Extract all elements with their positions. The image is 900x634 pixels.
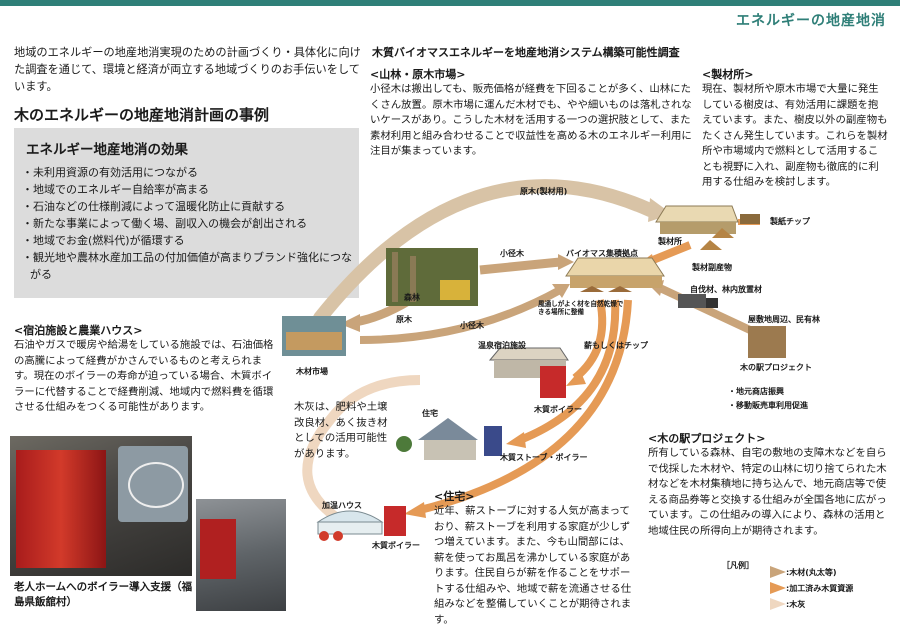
page-header-label: エネルギーの地産地消 — [736, 13, 886, 29]
label-seishi-chip: 製紙チップ — [770, 217, 810, 226]
page-title: 木のエネルギーの地産地消計画の事例 — [14, 106, 270, 124]
label-boiler-onsen: 木質ボイラー — [534, 405, 582, 414]
arrow-kyoten-jutaku — [518, 299, 620, 444]
section-body-lodging: 石油やガスで暖房や給湯をしている施設では、石油価格の高騰によって経費がかさんでい… — [14, 339, 274, 413]
effects-item: 観光地や農林水産加工品の付加価値が高まりブランド強化につながる — [18, 249, 356, 283]
boiler-detail-photo — [195, 498, 287, 612]
section-title-housing: <住宅> — [434, 490, 475, 503]
arrow-genboku-seizaiyou — [313, 179, 657, 325]
intro-text: 地域のエネルギーの地産地消実現のための計画づくり・具体化に向けた調査を通じて、環… — [14, 46, 361, 93]
section-body-sawmill: 現在、製材所や原木市場で大量に発生している樹皮は、有効活用に課題を抱えています。… — [702, 83, 888, 188]
label-seizai-fukusanbutsu: 製材副産物 — [692, 263, 732, 272]
label-yashiki: 屋敷地周辺、民有林 — [748, 315, 820, 324]
top-accent-bar — [0, 0, 900, 6]
boiler-logo-icon — [128, 462, 184, 508]
effects-title: エネルギー地産地消の効果 — [26, 142, 188, 158]
section-title-sawmill: <製材所> — [702, 68, 754, 81]
label-kinoeki: 木の駅プロジェクト — [740, 363, 812, 372]
label-stove: 木質ストーブ・ボイラー — [500, 453, 588, 462]
arrowhead-onsen — [566, 370, 586, 386]
label-shokeiboku-2: 小径木 — [460, 321, 484, 330]
arrowhead-house — [404, 502, 426, 518]
label-onsen: 温泉宿泊施設 — [478, 341, 526, 350]
study-title: 木質バイオマスエネルギーを地産地消システム構築可能性調査 — [372, 46, 680, 59]
label-genboku: 原木 — [396, 315, 412, 324]
boiler-photo — [10, 436, 192, 576]
label-chiiki-shoten: ・地元商店振興 — [728, 387, 784, 396]
arrow-kinoeki-kyoten — [658, 284, 752, 334]
arrow-kyoten-onsen — [572, 299, 607, 382]
effects-item: 地域でお金(燃料代)が循環する — [18, 232, 356, 249]
arrowhead-shinrin-ichiba — [340, 314, 360, 332]
legend-swatch-processed — [770, 582, 786, 594]
truck-illustration — [678, 294, 706, 308]
label-maki-chip: 薪もしくはチップ — [584, 341, 648, 350]
biomass-depot-building — [565, 257, 665, 277]
legend-swatch-ash — [770, 598, 786, 610]
label-shokeiboku-1: 小径木 — [500, 249, 524, 258]
arrow-kyoten-house — [419, 299, 632, 514]
section-body-housing: 近年、薪ストーブに対する人気が高まっており、薪ストーブを利用する家庭が少しずつ増… — [434, 505, 632, 626]
label-kaon-house: 加温ハウス — [322, 501, 362, 510]
boiler-house-illustration — [384, 506, 406, 536]
label-biomass-kyoten: バイオマス集積拠点 — [566, 249, 638, 258]
arrow-seizai-fukusanbutsu — [646, 241, 692, 266]
chip-pile — [700, 240, 722, 250]
arrowhead-shinrin-kyoten — [558, 254, 574, 270]
section-body-station: 所有している森林、自宅の敷地の支障木などを自らで伐採した木材や、特定の山林に切り… — [648, 447, 887, 537]
boiler-onsen-illustration — [540, 366, 566, 398]
section-title-lodging: <宿泊施設と農業ハウス> — [14, 324, 143, 337]
arrowhead-ichiba-kyoten — [552, 284, 570, 298]
boiler-photo-red-unit — [16, 450, 106, 568]
stove-illustration — [484, 426, 502, 456]
label-shinrin: 森林 — [404, 293, 420, 302]
effects-list: 未利用資源の有効活用につながる 地域でのエネルギー自給率が高まる 石油などの仕様… — [18, 164, 356, 283]
effects-item: 石油などの仕様削減によって温暖化防止に貢献する — [18, 198, 356, 215]
legend-title: ［凡例］ — [722, 561, 754, 570]
label-mokuzai-ichiba: 木材市場 — [296, 367, 328, 376]
section-body-forest: 小径木は搬出しても、販売価格が経費を下回ることが多く、山林にたくさん放置。原木市… — [370, 83, 692, 157]
label-boiler-house: 木質ボイラー — [372, 541, 420, 550]
house-building — [418, 418, 478, 440]
effects-item: 未利用資源の有効活用につながる — [18, 164, 356, 181]
arrow-shinrin-kyoten — [479, 257, 561, 275]
label-ido-hanbai: ・移動販売車利用促進 — [728, 401, 808, 410]
effects-item: 新たな事業によって働く場、副収入の機会が創出される — [18, 215, 356, 232]
label-jutaku: 住宅 — [422, 409, 438, 418]
arrow-ichiba-kyoten — [359, 286, 562, 344]
label-seizaisho: 製材所 — [658, 237, 682, 246]
arrow-ash-loop — [302, 375, 421, 525]
arrowhead-jutaku — [506, 432, 526, 448]
legend-item-ash: :木灰 — [786, 600, 806, 609]
effects-box: エネルギー地産地消の効果 未利用資源の有効活用につながる 地域でのエネルギー自給… — [14, 128, 359, 298]
kinoeki-illustration — [748, 326, 786, 358]
section-title-station: <木の駅プロジェクト> — [648, 432, 766, 445]
label-jikahan: 自伐材、林内放置材 — [690, 285, 762, 294]
sawmill-building — [655, 205, 739, 223]
legend-item-processed: :加工済み木質資源 — [786, 584, 854, 593]
label-kansou-note: 風通しがよく材を自然乾燥できる場所に整備 — [538, 300, 624, 316]
effects-item: 地域でのエネルギー自給率が高まる — [18, 181, 356, 198]
boiler-detail-red-unit — [200, 519, 236, 579]
legend-item-wood: :木材(丸太等) — [786, 568, 837, 577]
legend-swatch-wood — [770, 566, 786, 578]
photo-caption: 老人ホームへのボイラー導入支援（福島県飯舘村） — [14, 581, 193, 608]
section-title-forest: <山林・原木市場> — [370, 68, 466, 81]
section-body-ash: 木灰は、肥料や土壌改良材、あく抜き材としての活用可能性があります。 — [294, 401, 388, 460]
label-genboku-seizaiyou: 原木(製材用) — [520, 187, 568, 196]
